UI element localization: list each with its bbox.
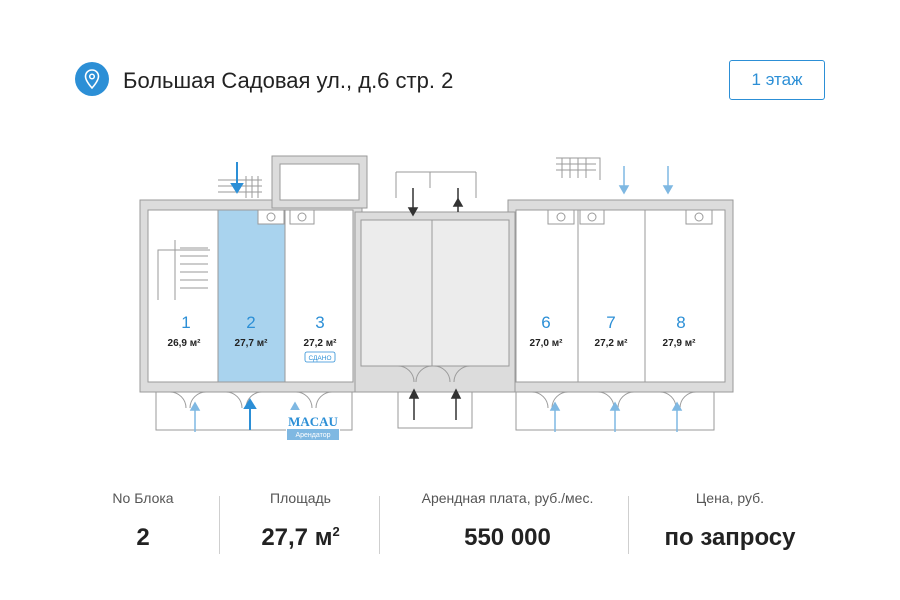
unit-1-number: 1 [181, 313, 190, 332]
address-title: Большая Садовая ул., д.6 стр. 2 [123, 68, 454, 93]
floor-plan: 1 26,9 м² 2 27,7 м² 3 27,2 м² СДАНО 6 27… [139, 155, 734, 440]
room-1[interactable] [147, 209, 219, 383]
area-label: Площадь [270, 490, 331, 506]
sold-badge [304, 351, 336, 363]
unit-8-area: 27,9 м² [663, 338, 697, 349]
corridor [360, 219, 510, 367]
room-6[interactable] [515, 209, 579, 383]
sold-badge-text: СДАНО [308, 355, 331, 362]
rooms [147, 209, 726, 383]
stairs-room-1 [157, 240, 210, 300]
room-7[interactable] [577, 209, 646, 383]
entrance-arrows [189, 162, 683, 432]
room-8[interactable] [644, 209, 726, 383]
price-label: Цена, руб. [695, 490, 765, 506]
price-value: по запросу [664, 524, 796, 551]
unit-8-number: 8 [676, 313, 685, 332]
divider [379, 496, 380, 554]
area-column: Площадь 27,7 м2 [238, 490, 363, 552]
unit-labels: 1 26,9 м² 2 27,7 м² 3 27,2 м² СДАНО 6 27… [168, 313, 697, 363]
area-unit-superscript: 2 [332, 524, 340, 539]
sinks [257, 209, 713, 225]
floor-selector-button[interactable]: 1 этаж [729, 60, 825, 100]
tenant-name: MACAU [288, 414, 338, 429]
unit-7-number: 7 [606, 313, 615, 332]
unit-3-number: 3 [315, 313, 324, 332]
unit-3-area: 27,2 м² [304, 338, 338, 349]
block-number-column: No Блока 2 [83, 490, 203, 552]
tenant-logo: MACAU Арендатор [286, 410, 340, 440]
unit-1-area: 26,9 м² [168, 338, 202, 349]
area-value-wrap: 27,7 м2 [238, 524, 363, 552]
rent-label: Арендная плата, руб./мес. [421, 490, 594, 506]
unit-2-area: 27,7 м² [235, 338, 269, 349]
rent-column: Арендная плата, руб./мес. 550 000 [400, 490, 615, 552]
unit-6-area: 27,0 м² [530, 338, 564, 349]
unit-6-number: 6 [541, 313, 550, 332]
block-number-value: 2 [136, 524, 150, 551]
room-2[interactable] [217, 209, 286, 383]
area-value: 27,7 м [261, 524, 333, 551]
header: Большая Садовая ул., д.6 стр. 2 1 этаж [75, 60, 825, 100]
location-pin-icon [75, 62, 109, 96]
unit-2-number: 2 [246, 313, 255, 332]
divider [628, 496, 629, 554]
unit-info-panel: No Блока 2 Площадь 27,7 м2 Арендная плат… [0, 490, 900, 570]
unit-7-area: 27,2 м² [595, 338, 629, 349]
divider [219, 496, 220, 554]
block-number-label: No Блока [112, 490, 174, 506]
rent-value: 550 000 [464, 524, 551, 551]
tenant-subtitle: Арендатор [295, 432, 330, 439]
price-column: Цена, руб. по запросу [650, 490, 810, 552]
